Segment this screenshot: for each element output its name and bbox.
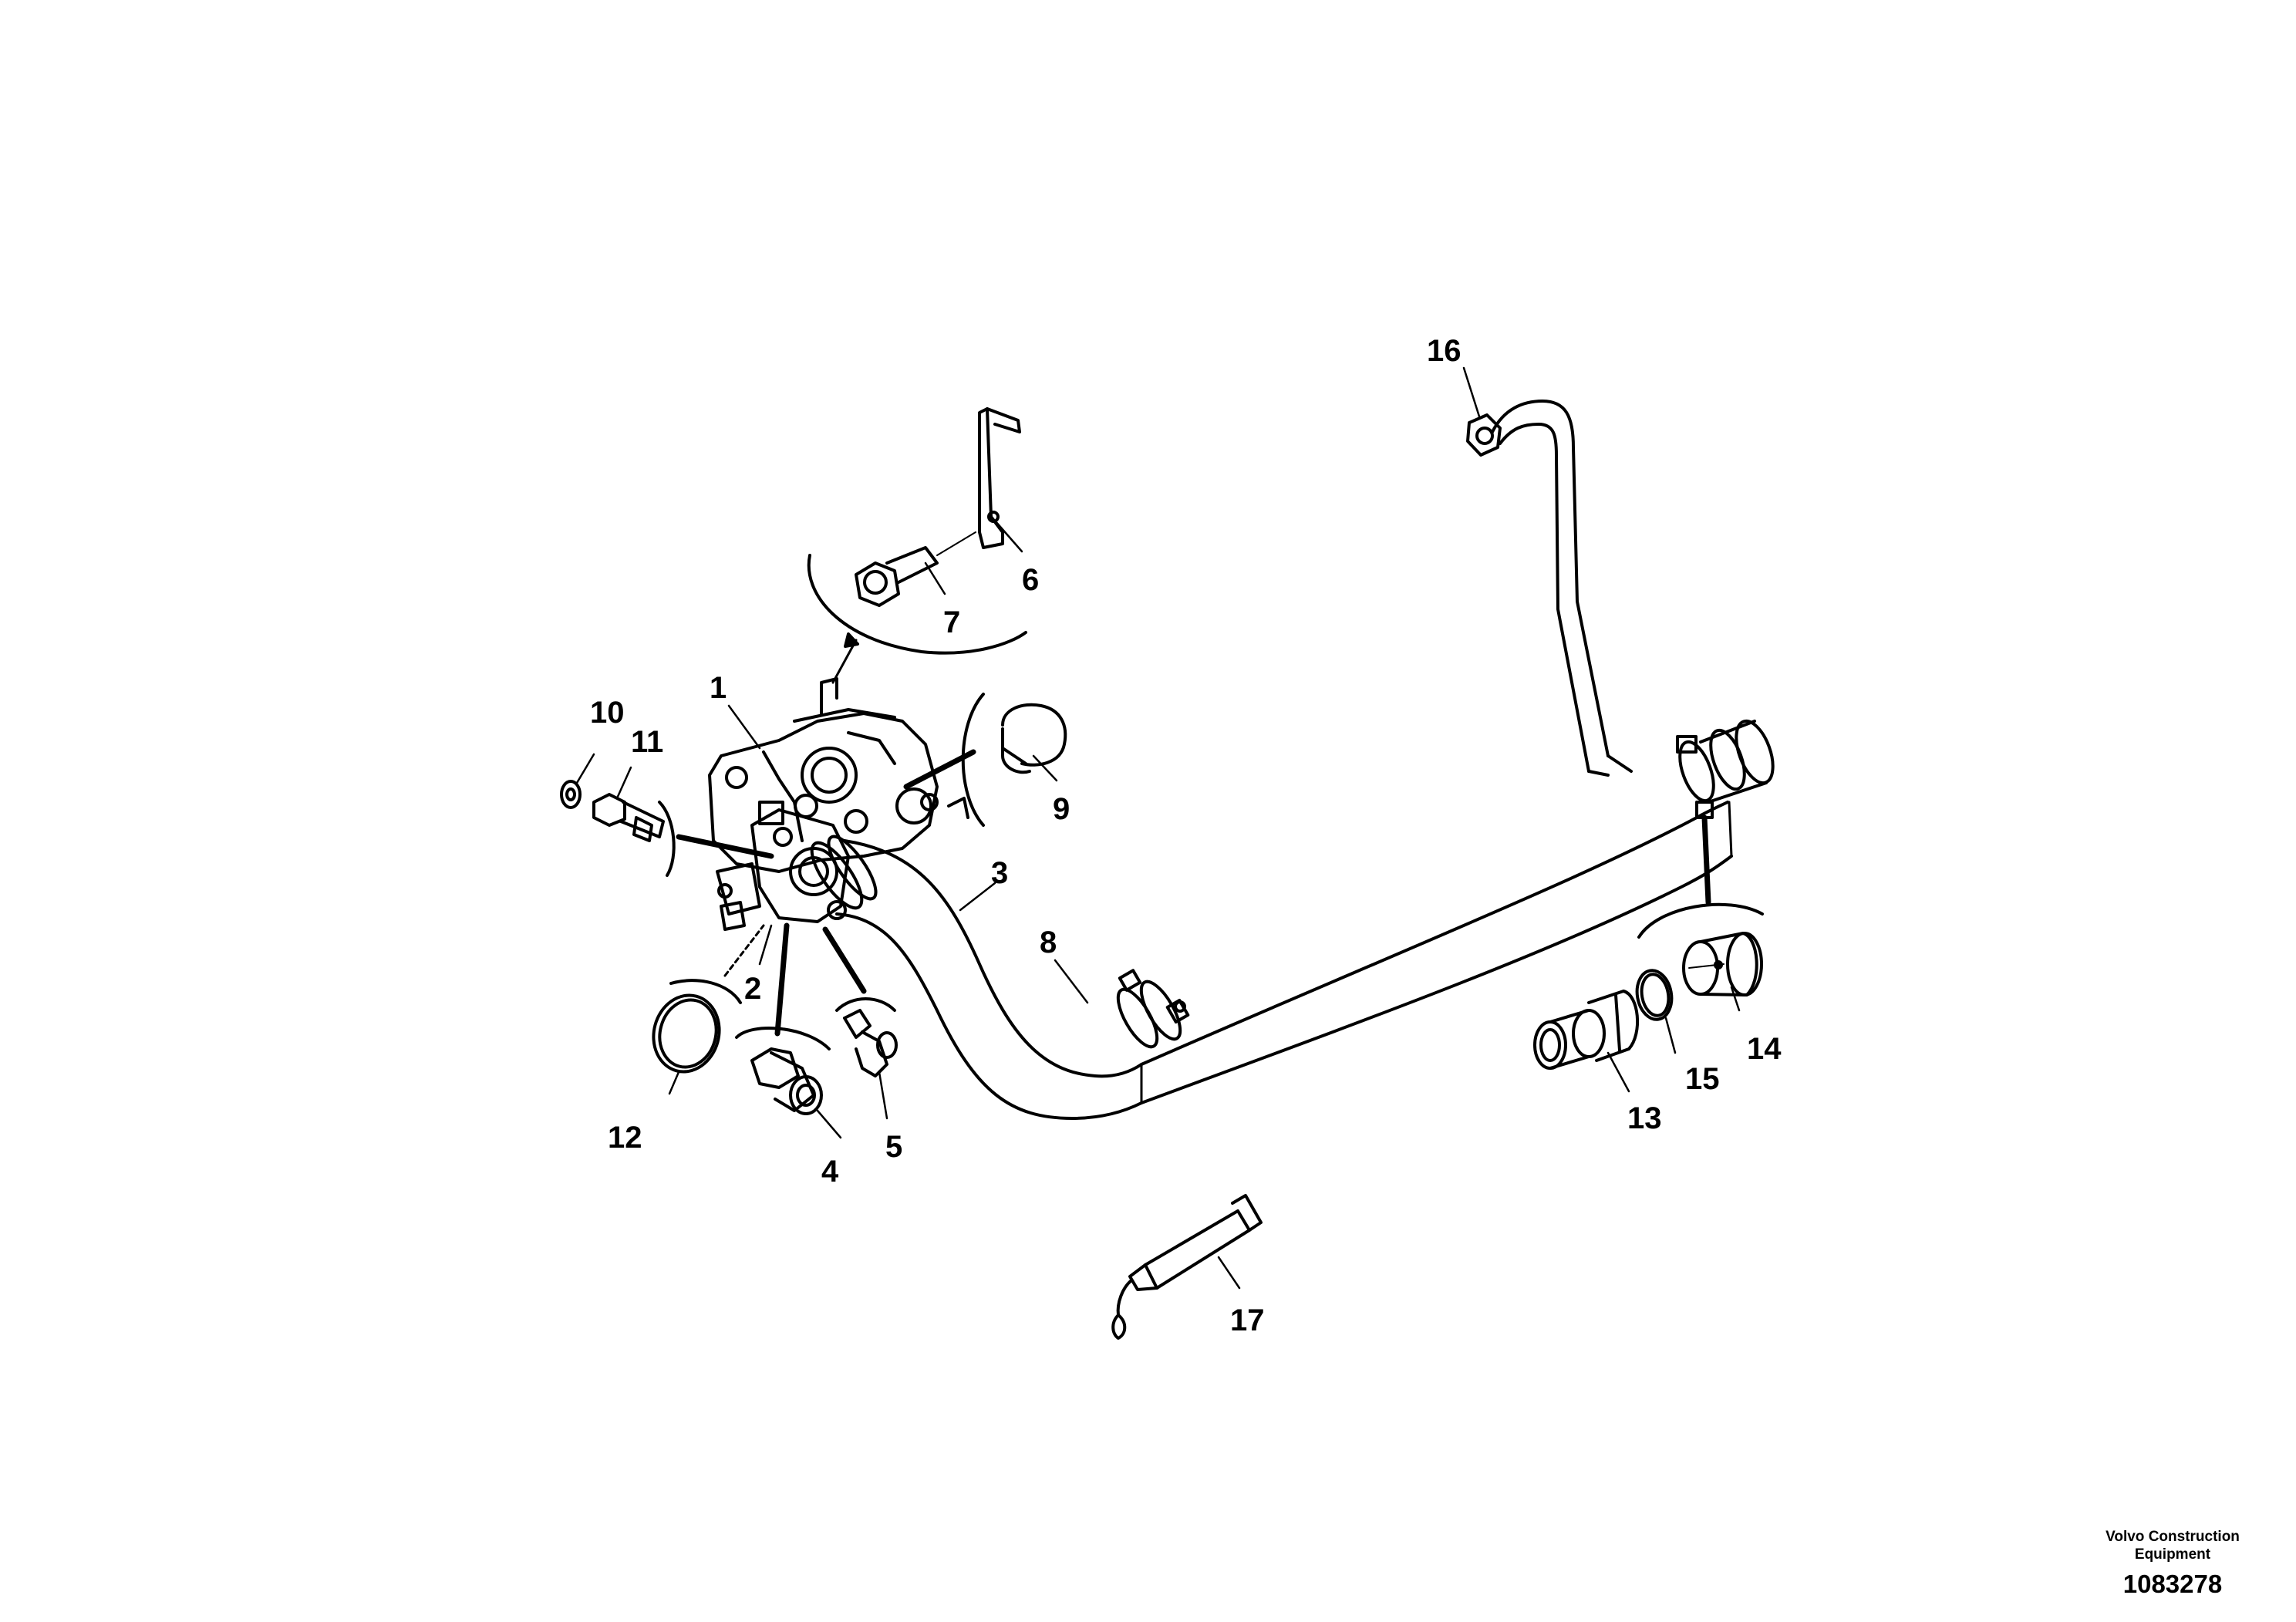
- callout-16: 16: [1427, 334, 1462, 368]
- callouts: 1 2 3 4 5 6 7 8 9 10 11 12 13 14 15 16 1…: [590, 334, 1782, 1337]
- cap-9: [1001, 703, 1067, 774]
- callout-13: 13: [1627, 1101, 1662, 1135]
- drawing-number: 1083278: [2122, 1570, 2223, 1598]
- leader-11-pump: [676, 834, 774, 859]
- detail-arc-7: [807, 554, 1027, 655]
- washer-10: [560, 780, 582, 809]
- callout-11: 11: [631, 725, 663, 759]
- company-line-2: Equipment: [2134, 1546, 2211, 1563]
- leader-5-pump: [822, 926, 867, 994]
- drawing-stamp: Volvo Construction Equipment 1083278: [2080, 1528, 2265, 1599]
- callout-12: 12: [608, 1121, 642, 1155]
- company-line-1: Volvo Construction: [2106, 1529, 2240, 1545]
- elbow-5: [843, 1009, 898, 1077]
- pipe-nut-16: [1466, 413, 1502, 457]
- bolt-11: [592, 793, 665, 842]
- pump-assembly: [708, 677, 969, 931]
- adapter-4: [750, 1047, 823, 1115]
- sealant-tube-17: [1111, 1194, 1263, 1340]
- callout-2: 2: [744, 972, 761, 1006]
- callout-5: 5: [885, 1130, 902, 1164]
- callout-15: 15: [1685, 1062, 1720, 1096]
- callout-3: 3: [991, 856, 1008, 890]
- detail-arc-4: [735, 1027, 831, 1050]
- fitting-14: [1682, 932, 1763, 996]
- bolt-7: [855, 531, 976, 607]
- o-ring-15: [1635, 969, 1674, 1021]
- leader-4-pump: [774, 922, 790, 1037]
- hose-clamp-middle: [1116, 969, 1190, 1049]
- bracket-6: [978, 407, 1021, 549]
- callout-7: 7: [943, 605, 960, 639]
- detail-arc-5: [835, 997, 896, 1012]
- hose-end-fitting: [1676, 719, 1775, 819]
- detail-arc-12: [669, 979, 742, 1004]
- callout-17: 17: [1230, 1303, 1265, 1337]
- fitting-13: [1533, 990, 1640, 1070]
- callout-4: 4: [821, 1155, 839, 1189]
- leader-14-hose: [1701, 814, 1711, 905]
- callout-6: 6: [1022, 563, 1039, 597]
- main-hose: [835, 801, 1733, 1120]
- detail-arc-11: [658, 801, 676, 877]
- detail-arc-14: [1637, 902, 1764, 939]
- o-ring-12: [652, 993, 721, 1074]
- callout-10: 10: [590, 696, 625, 730]
- callout-8: 8: [1040, 926, 1057, 959]
- leader-lines: [575, 366, 1741, 1290]
- arrow-7-group: [844, 632, 859, 648]
- leader-12-pump: [723, 924, 765, 977]
- callout-9: 9: [1053, 792, 1070, 826]
- pipe-16: [1491, 400, 1633, 777]
- leader-7-group: [831, 639, 858, 684]
- callout-1: 1: [710, 671, 727, 705]
- leader-9-pump: [903, 749, 976, 790]
- callout-14: 14: [1747, 1032, 1782, 1066]
